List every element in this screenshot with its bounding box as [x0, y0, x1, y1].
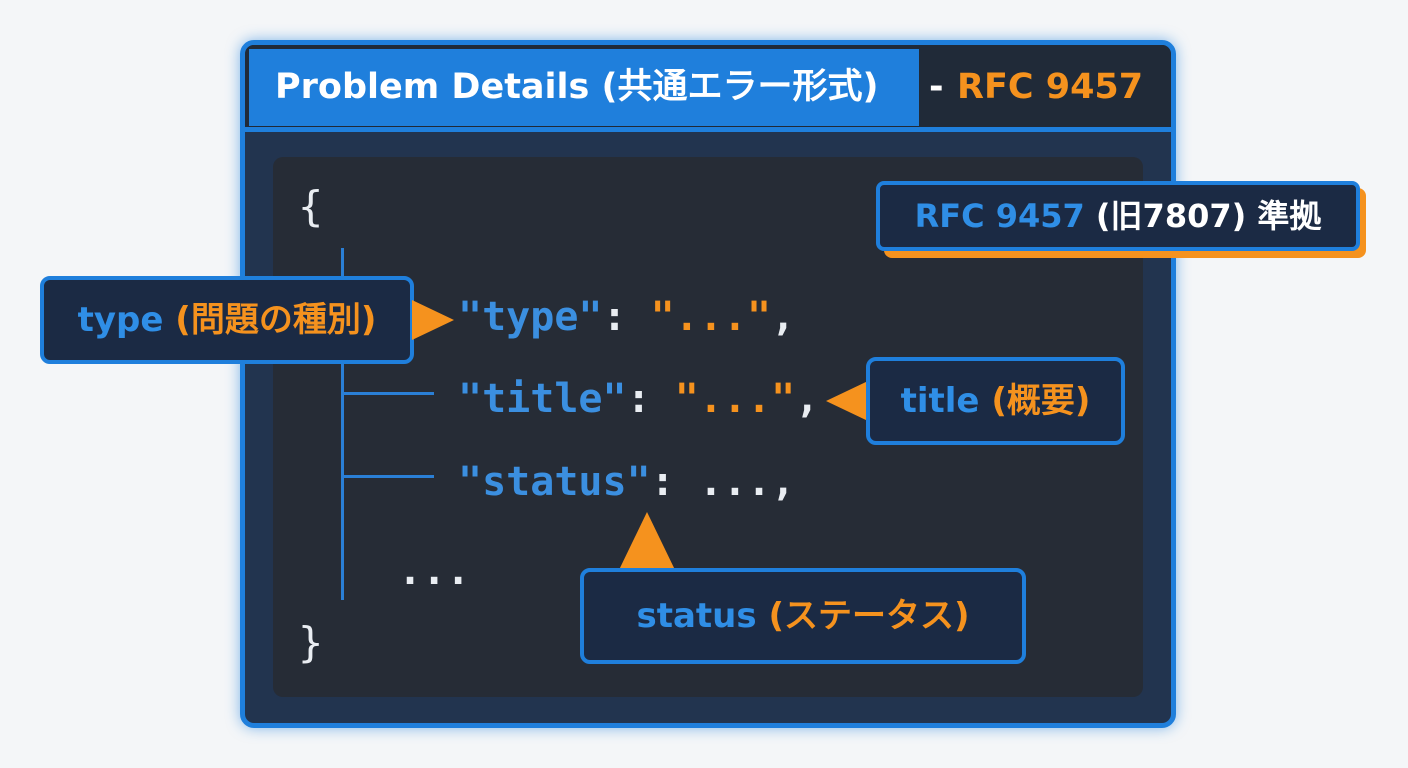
json-value-type: "...": [650, 294, 772, 340]
arrow-up-icon: [618, 512, 676, 572]
callout-title-name: title: [900, 381, 980, 421]
title-rfc-label: RFC 9457: [957, 67, 1144, 107]
json-key-title: "title": [458, 376, 627, 422]
arrow-right-icon: [412, 300, 454, 340]
json-comma: ,: [771, 459, 796, 505]
rfc-badge: RFC 9457 (旧7807) 準拠: [876, 181, 1360, 251]
code-line-type: "type": "...",: [458, 294, 795, 340]
json-key-type: "type": [458, 294, 603, 340]
callout-type: type (問題の種別): [40, 276, 414, 364]
json-colon: :: [650, 459, 699, 505]
title-separator: -: [929, 67, 944, 107]
tree-branch-title: [342, 392, 434, 395]
json-value-status: ...: [698, 459, 772, 505]
callout-title: title (概要): [866, 357, 1125, 445]
tree-vertical-line: [341, 248, 344, 600]
json-colon: :: [626, 376, 675, 422]
tree-branch-status: [342, 475, 434, 478]
rfc-badge-old: (旧7807): [1095, 197, 1247, 235]
callout-status-name: status: [636, 596, 757, 636]
open-brace: {: [298, 182, 324, 231]
json-comma: ,: [771, 294, 796, 340]
arrow-left-icon: [826, 381, 868, 421]
callout-type-desc: (問題の種別): [175, 300, 377, 340]
close-brace: }: [298, 618, 324, 667]
diagram-title: Problem Details (共通エラー形式): [249, 49, 919, 126]
code-ellipsis: ...: [398, 548, 471, 594]
callout-status: status (ステータス): [580, 568, 1026, 664]
callout-title-desc: (概要): [991, 381, 1091, 421]
code-line-status: "status": ...,: [458, 459, 795, 505]
callout-status-desc: (ステータス): [768, 596, 970, 636]
json-colon: :: [602, 294, 651, 340]
rfc-badge-rfc: RFC 9457: [914, 197, 1085, 235]
json-comma: ,: [795, 376, 820, 422]
code-line-title: "title": "...",: [458, 376, 819, 422]
json-key-status: "status": [458, 459, 651, 505]
rfc-badge-suffix: 準拠: [1257, 197, 1322, 235]
title-bar: Problem Details (共通エラー形式) - RFC 9457: [245, 45, 1171, 132]
json-value-title: "...": [674, 376, 796, 422]
callout-type-name: type: [77, 300, 164, 340]
